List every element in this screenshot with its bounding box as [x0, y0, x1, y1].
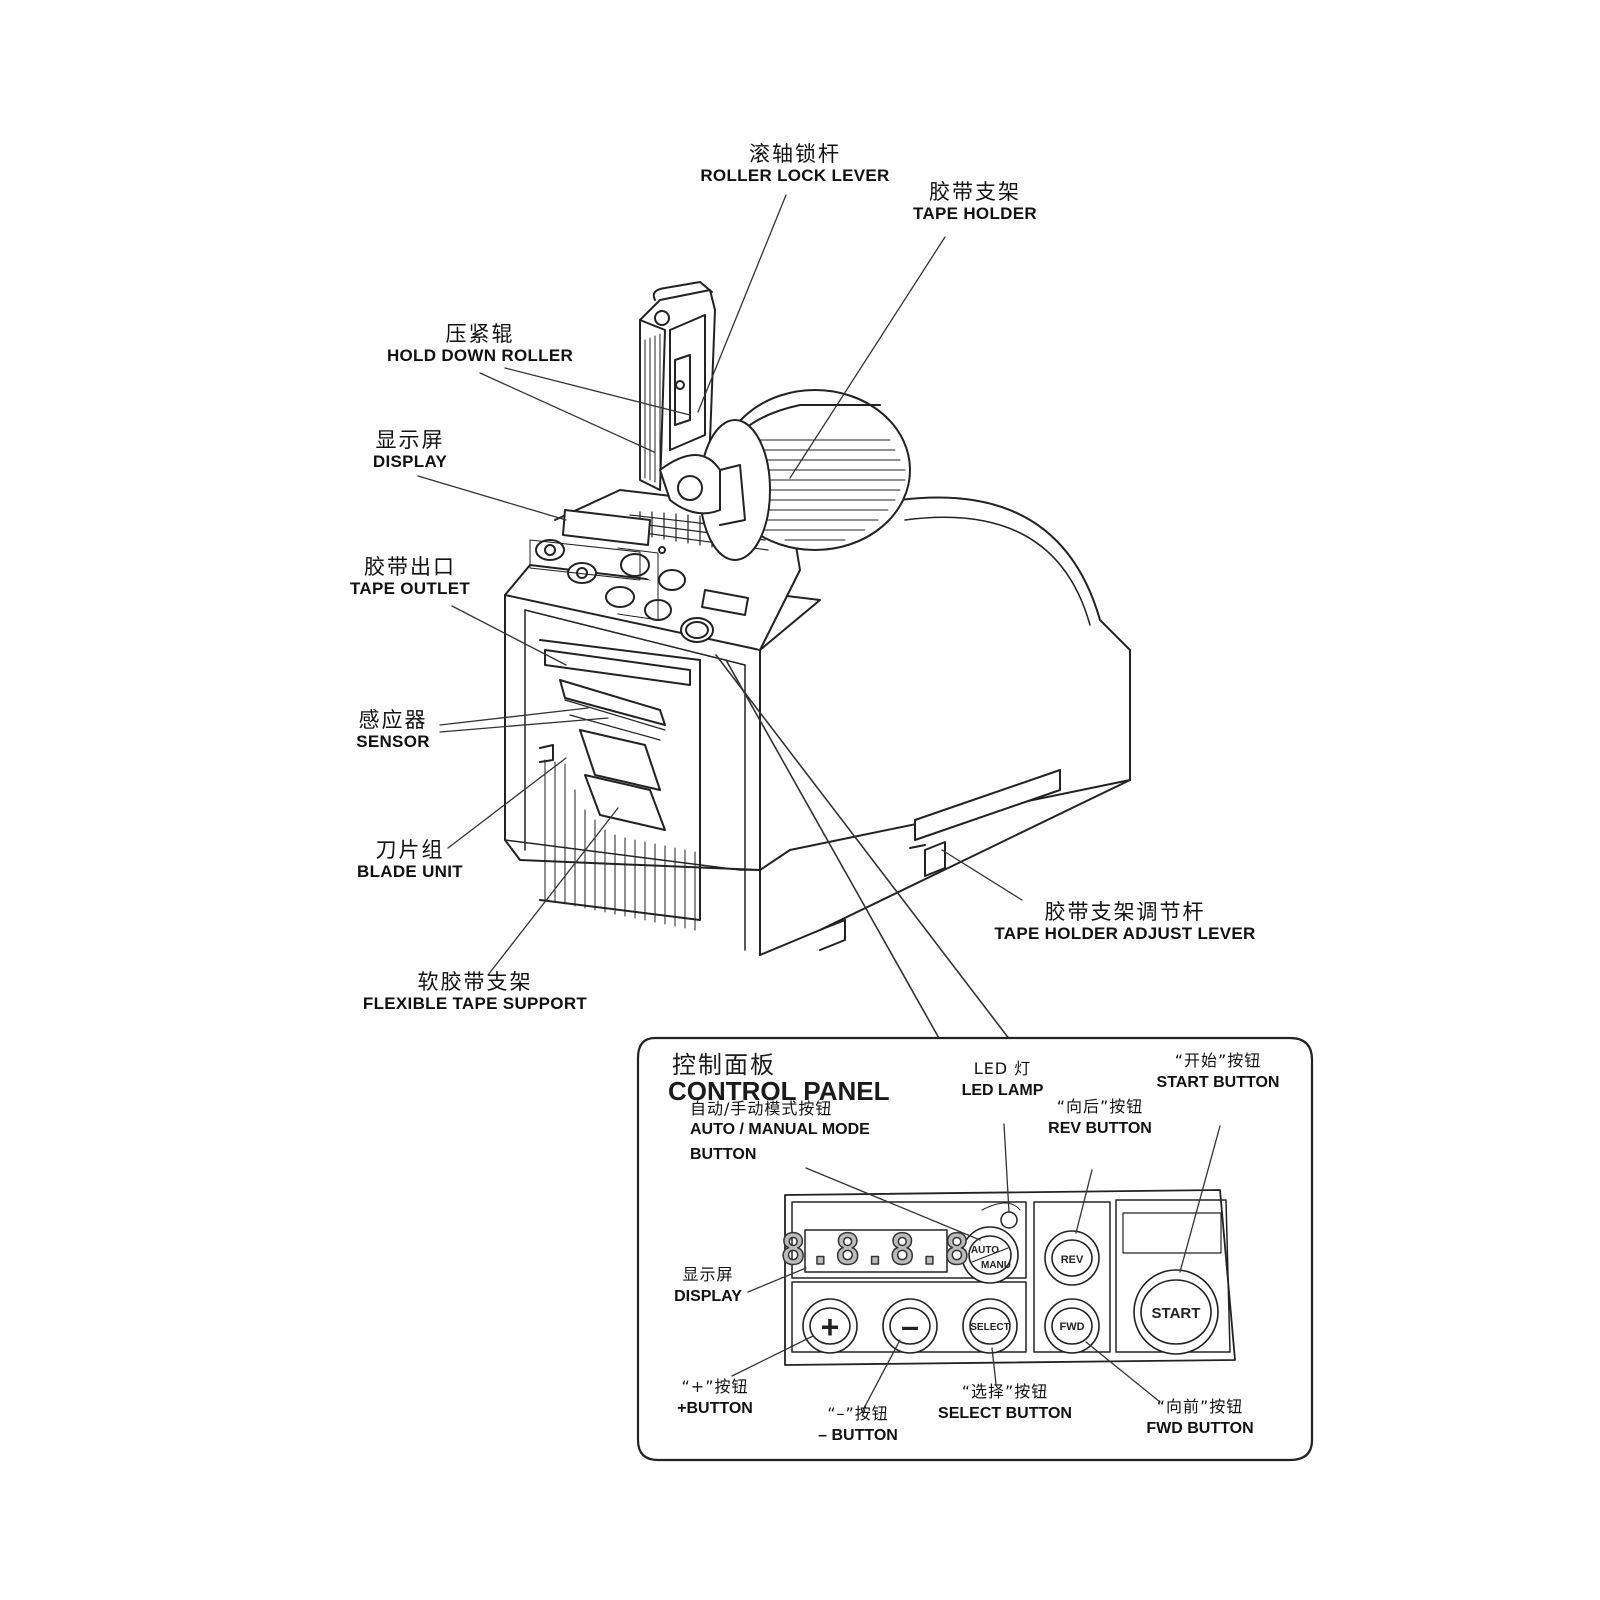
- label-en: FLEXIBLE TAPE SUPPORT: [362, 994, 588, 1014]
- label-zh: 胶带支架调节杆: [1044, 900, 1206, 924]
- led-display-digits: 8.8.8.8: [780, 1225, 971, 1274]
- label-zh: 胶带支架: [929, 180, 1021, 204]
- label-en-line1: AUTO / MANUAL MODE: [690, 1121, 870, 1139]
- minus-label: –: [901, 1308, 919, 1344]
- label-en: FWD BUTTON: [1146, 1420, 1254, 1438]
- label-en: HOLD DOWN ROLLER: [386, 346, 574, 366]
- label-select-button: “选择”按钮 SELECT BUTTON: [935, 1382, 1075, 1424]
- label-rev-button: “向后”按钮 REV BUTTON: [1040, 1097, 1160, 1139]
- plus-button[interactable]: [803, 1299, 857, 1353]
- label-zh: 软胶带支架: [417, 970, 533, 994]
- control-panel-title-zh: 控制面板: [672, 1051, 776, 1079]
- plus-label: +: [821, 1309, 840, 1345]
- label-hold-down-roller: 压紧辊 HOLD DOWN ROLLER: [385, 322, 575, 366]
- label-en: TAPE HOLDER ADJUST LEVER: [994, 924, 1256, 944]
- label-zh: “向后”按钮: [1056, 1097, 1144, 1116]
- label-zh: 压紧辊: [445, 322, 515, 346]
- label-en: ROLLER LOCK LEVER: [700, 166, 890, 186]
- fwd-label: FWD: [1059, 1321, 1084, 1333]
- label-en: REV BUTTON: [1048, 1120, 1152, 1138]
- label-zh: 感应器: [358, 708, 428, 732]
- label-en: SELECT BUTTON: [938, 1405, 1072, 1423]
- label-zh: “选择”按钮: [961, 1382, 1049, 1401]
- auto-label: AUTO: [971, 1245, 999, 1256]
- label-panel-display: 显示屏 DISPLAY: [668, 1265, 748, 1307]
- label-blade-unit: 刀片组 BLADE UNIT: [350, 838, 470, 882]
- rev-button[interactable]: [1045, 1231, 1099, 1285]
- label-en: TAPE HOLDER: [913, 204, 1037, 224]
- label-en: DISPLAY: [674, 1288, 742, 1306]
- select-label: SELECT: [970, 1322, 1009, 1333]
- label-led-lamp: LED 灯 LED LAMP: [950, 1059, 1055, 1101]
- panel-button-texts: 8.8.8.8 AUTO MANU REV FWD START + – SELE…: [780, 1224, 1201, 1345]
- label-en: START BUTTON: [1156, 1074, 1280, 1092]
- start-button[interactable]: [1134, 1270, 1218, 1354]
- label-en: TAPE OUTLET: [349, 579, 471, 599]
- label-plus-button: “+”按钮 +BUTTON: [665, 1377, 765, 1419]
- label-en: BLADE UNIT: [357, 862, 463, 882]
- label-en: +BUTTON: [677, 1400, 753, 1418]
- label-tape-outlet: 胶带出口 TAPE OUTLET: [340, 555, 480, 599]
- rev-label: REV: [1061, 1254, 1084, 1266]
- label-en: DISPLAY: [372, 452, 448, 472]
- label-en: LED LAMP: [961, 1082, 1044, 1100]
- label-start-button: “开始”按钮 START BUTTON: [1148, 1051, 1288, 1093]
- label-flexible-tape-support: 软胶带支架 FLEXIBLE TAPE SUPPORT: [355, 970, 595, 1014]
- start-label: START: [1152, 1305, 1201, 1322]
- label-minus-button: “–”按钮 – BUTTON: [808, 1404, 908, 1446]
- label-zh: 显示屏: [682, 1265, 734, 1284]
- label-zh: 自动/手动模式按钮: [690, 1099, 833, 1118]
- manu-label: MANU: [981, 1260, 1011, 1271]
- label-fwd-button: “向前”按钮 FWD BUTTON: [1140, 1397, 1260, 1439]
- fwd-button[interactable]: [1045, 1299, 1099, 1353]
- label-zh: “+”按钮: [681, 1377, 749, 1396]
- select-button[interactable]: [963, 1299, 1017, 1353]
- label-auto-manual-button: 自动/手动模式按钮 AUTO / MANUAL MODE BUTTON: [690, 1099, 870, 1164]
- label-zh: 刀片组: [375, 838, 445, 862]
- dispenser-machine: [504, 281, 1131, 956]
- label-tape-holder: 胶带支架 TAPE HOLDER: [895, 180, 1055, 224]
- minus-button[interactable]: [883, 1299, 937, 1353]
- control-panel-title-en: CONTROL PANEL: [668, 1076, 890, 1106]
- label-sensor: 感应器 SENSOR: [338, 708, 448, 752]
- label-zh: “–”按钮: [827, 1404, 889, 1423]
- label-zh: LED 灯: [973, 1059, 1032, 1078]
- label-en: SENSOR: [356, 732, 430, 752]
- label-en: – BUTTON: [818, 1427, 898, 1445]
- label-zh: “开始”按钮: [1174, 1051, 1262, 1070]
- label-zh: 显示屏: [375, 428, 445, 452]
- label-roller-lock-lever: 滚轴锁杆 ROLLER LOCK LEVER: [700, 142, 890, 186]
- label-zh: 滚轴锁杆: [749, 142, 841, 166]
- label-display: 显示屏 DISPLAY: [355, 428, 465, 472]
- auto-manual-button[interactable]: [962, 1227, 1018, 1283]
- label-tape-holder-adjust-lever: 胶带支架调节杆 TAPE HOLDER ADJUST LEVER: [985, 900, 1265, 944]
- label-en-line2: BUTTON: [690, 1145, 757, 1163]
- control-panel-callout: [636, 1036, 1314, 1462]
- label-zh: “向前”按钮: [1156, 1397, 1244, 1416]
- label-zh: 胶带出口: [364, 555, 456, 579]
- leader-lines: [417, 194, 1023, 1041]
